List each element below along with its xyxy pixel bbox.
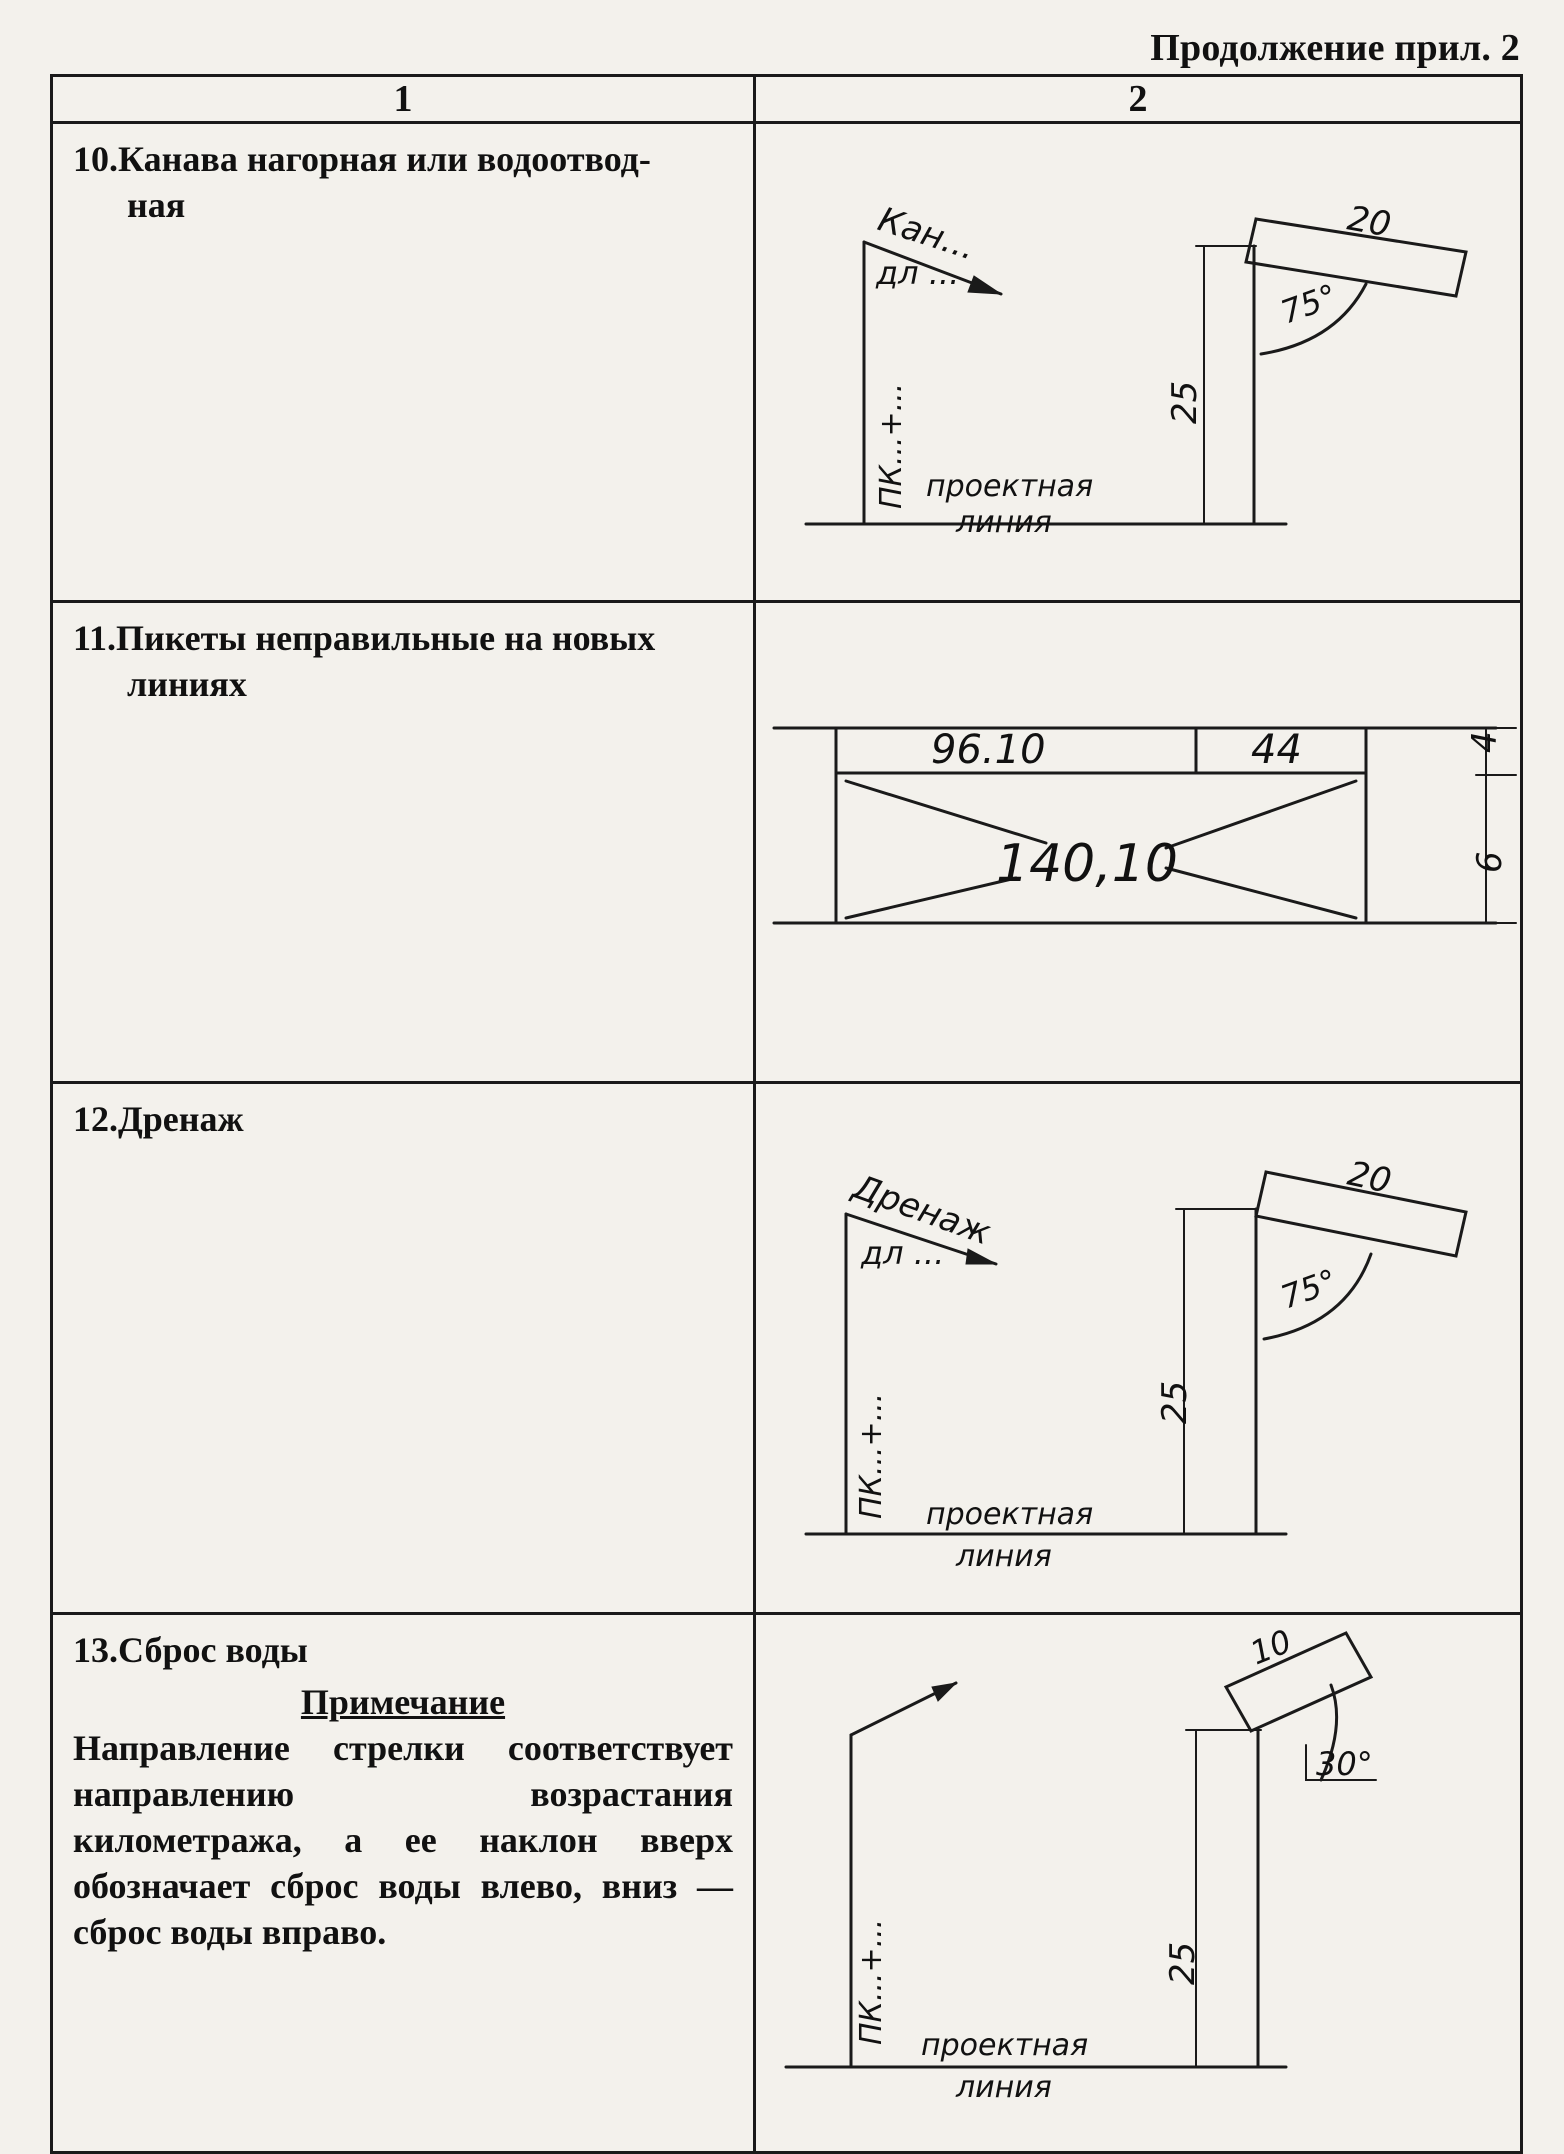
legend-table: 1 2 10.Канава нагорная или водоотвод- на… [50,74,1523,2154]
project-line-label-2: линия [955,2070,1052,2105]
row-10-title-line2: ная [127,185,186,225]
dim-bottom: 6 [1470,851,1510,873]
row-11-title-line1: 11.Пикеты неправильные на новых [73,618,656,658]
ditch-label-picket: ПК...+... [874,383,909,509]
dim-top: 4 [1465,731,1505,753]
row-12-drawing-cell: Дренаж дл ... ПК...+... проектная линия … [753,1081,1523,1615]
table-header-row: 1 2 [50,74,1523,124]
project-line-label-2: линия [955,1539,1052,1574]
dim-angle: 75° [1276,276,1342,331]
row-12-description: 12.Дренаж [50,1081,756,1615]
dim-height: 25 [1165,381,1205,424]
project-line-label-1: проектная [926,1497,1093,1532]
row-10-drawing-cell: Кан... дл ... ПК...+... проектная линия … [753,121,1523,603]
project-line-label-1: проектная [921,2028,1088,2063]
row-10-title-line1: 10.Канава нагорная или водоотвод- [73,139,651,179]
dim-width: 20 [1344,198,1394,245]
discharge-label-picket: ПК...+... [854,1919,889,2045]
row-11-title-line2: линиях [127,664,247,704]
drainage-symbol-drawing: Дренаж дл ... ПК...+... проектная линия … [804,1154,1468,1574]
project-line-label-1: проектная [926,469,1093,504]
water-discharge-symbol-drawing: ПК...+... проектная линия 25 10 30° [784,1622,1377,2105]
drainage-label-length: дл ... [860,1234,944,1272]
row-13-drawing-cell: ПК...+... проектная линия 25 10 30° [753,1612,1523,2154]
note-body: Направление стрелки соответствует направ… [73,1728,733,1952]
row-12-title-line1: 12.Дренаж [73,1099,244,1139]
drainage-label-picket: ПК...+... [854,1393,889,1519]
row-13-description: 13.Сброс воды Примечание Направление стр… [50,1612,756,2154]
picket-value-left: 96.10 [931,727,1046,773]
dim-width: 20 [1344,1154,1395,1202]
dim-height: 25 [1163,1942,1203,1985]
project-line-label-2: линия [955,505,1052,540]
continuation-note: Продолжение прил. 2 [1150,27,1520,69]
table-row: 13.Сброс воды Примечание Направление стр… [50,1612,1523,2154]
ditch-symbol-drawing: Кан... дл ... ПК...+... проектная линия … [804,198,1468,540]
picket-value-main: 140,10 [996,834,1178,894]
table-row: 10.Канава нагорная или водоотвод- ная Ка… [50,121,1523,603]
column-header-1: 1 [50,74,756,124]
picket-symbol-drawing: 96.10 44 140,10 4 6 [772,726,1517,925]
ditch-label-length: дл ... [875,254,959,292]
dim-height: 25 [1155,1381,1195,1424]
note-title: Примечание [300,1682,506,1722]
row-13-title-line1: 13.Сброс воды [73,1630,308,1670]
dim-angle: 30° [1316,1745,1373,1783]
row-11-description: 11.Пикеты неправильные на новых линиях [50,600,756,1084]
table-row: 11.Пикеты неправильные на новых линиях 9… [50,600,1523,1084]
dim-width: 10 [1245,1622,1297,1672]
table-row: 12.Дренаж Дренаж дл ... ПК...+... проект… [50,1081,1523,1615]
column-header-2: 2 [753,74,1523,124]
picket-value-right: 44 [1251,727,1302,773]
row-10-description: 10.Канава нагорная или водоотвод- ная [50,121,756,603]
row-11-drawing-cell: 96.10 44 140,10 4 6 [753,600,1523,1084]
